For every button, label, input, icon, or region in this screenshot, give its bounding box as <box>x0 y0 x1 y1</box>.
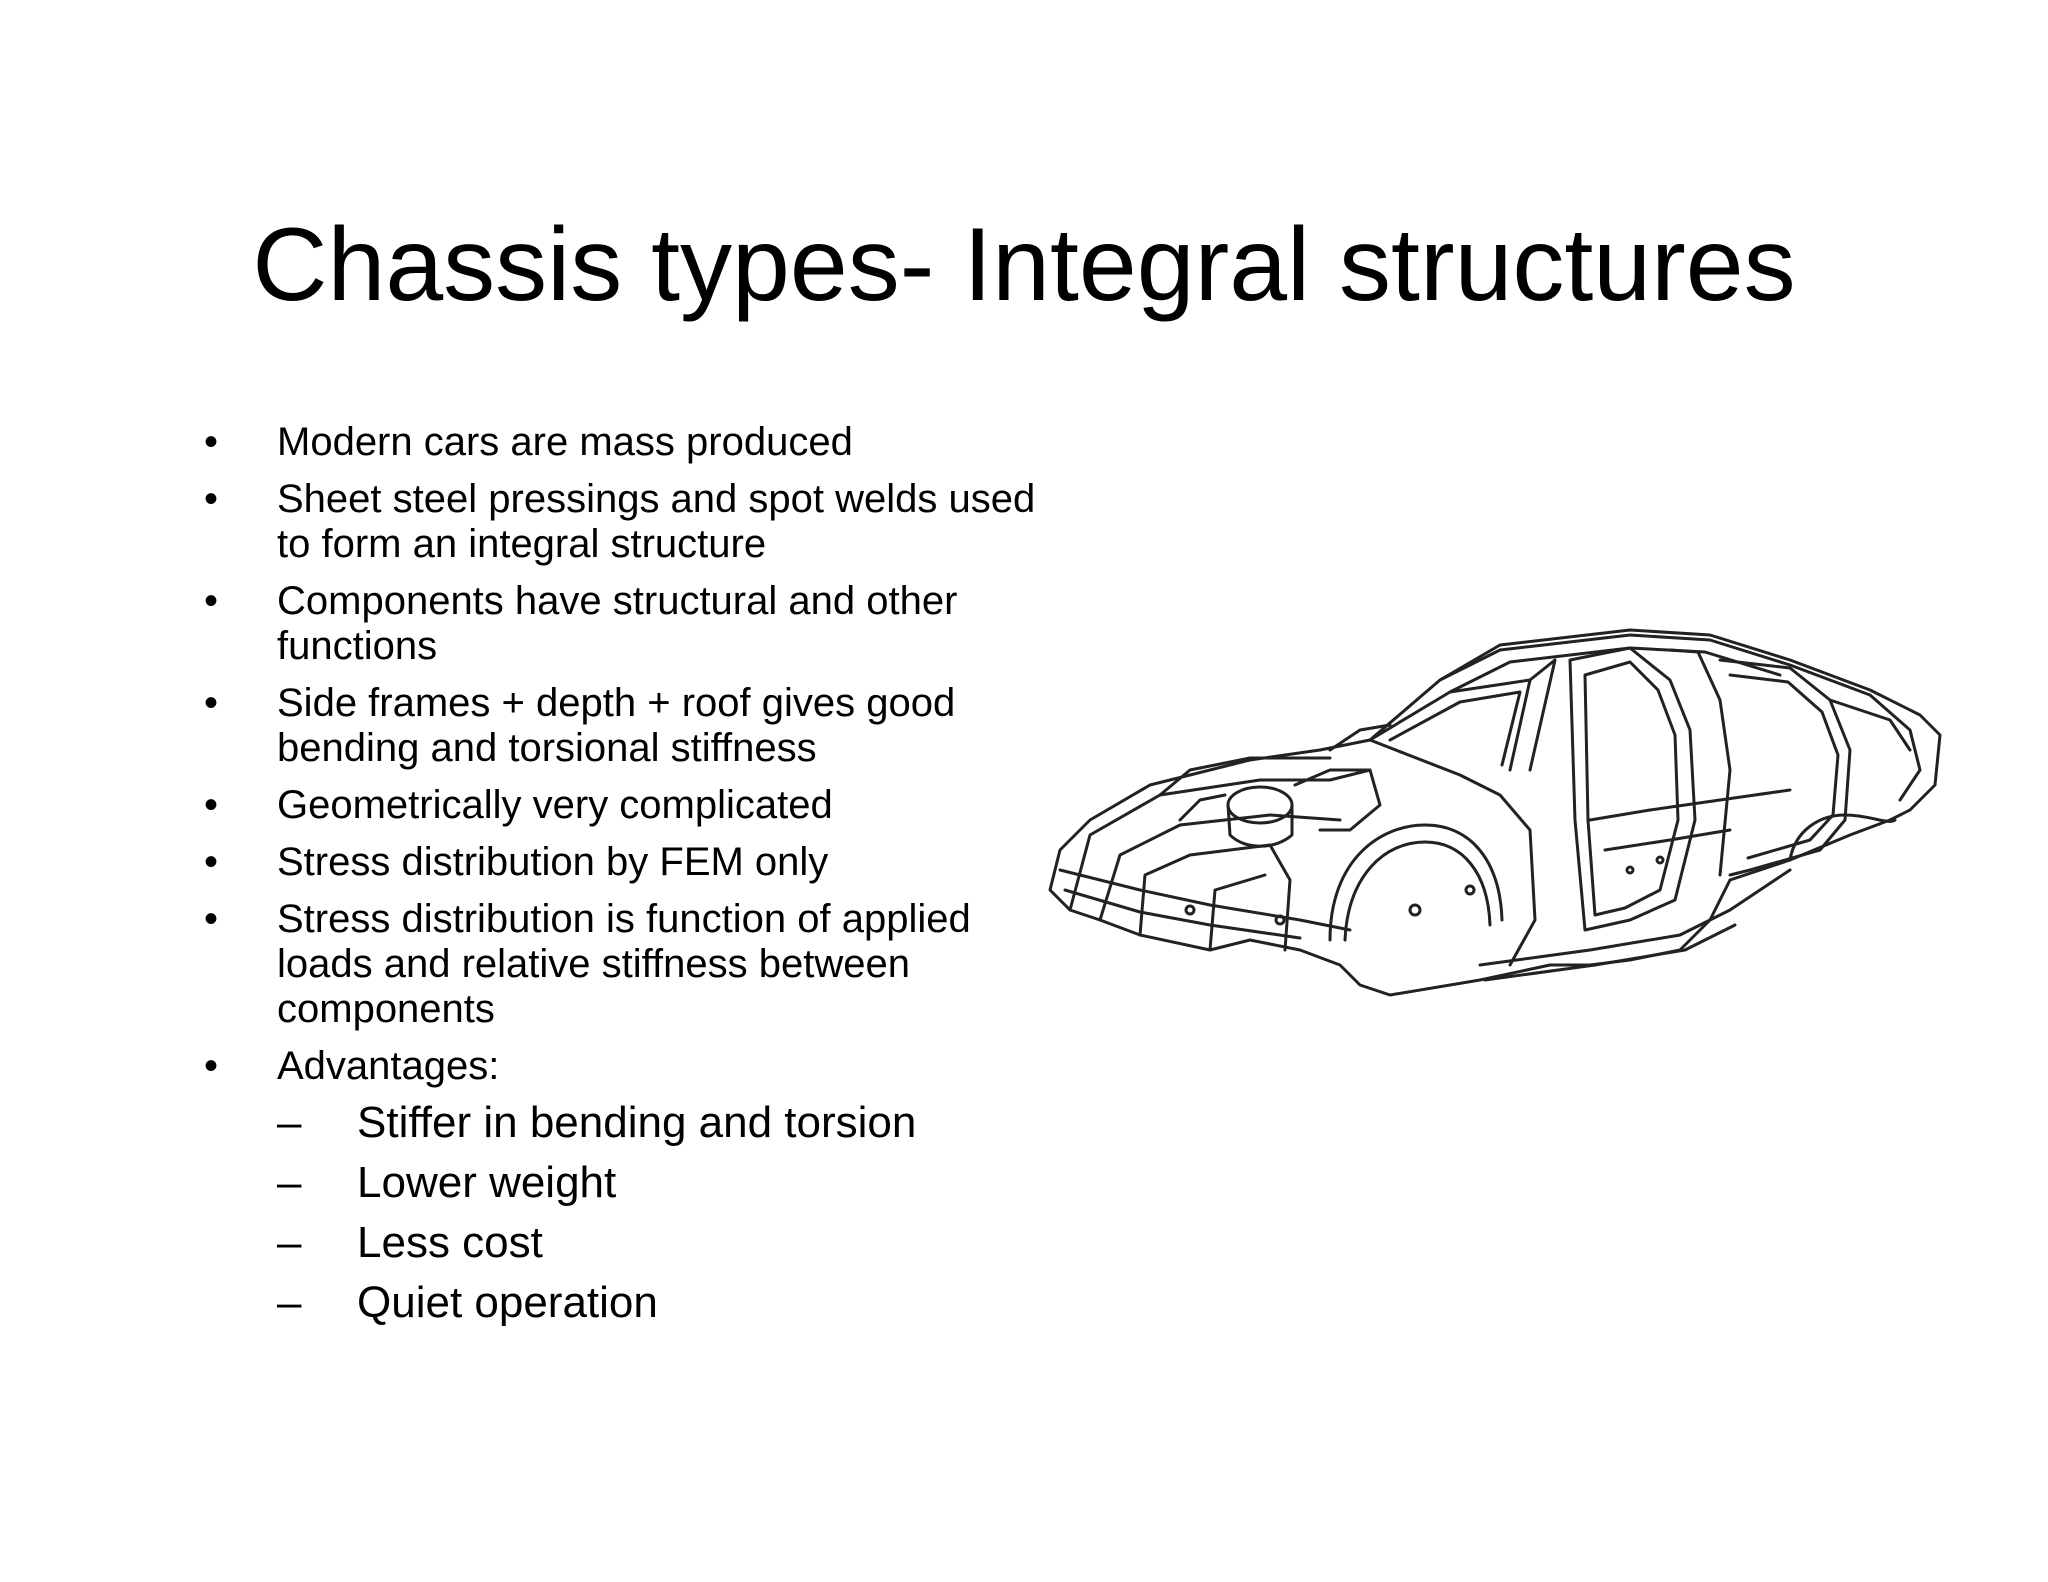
bullet-text: Stress distribution by FEM only <box>277 840 829 884</box>
advantage-text: Less cost <box>357 1218 543 1267</box>
sub-bullet-dash: – <box>277 1278 302 1327</box>
bullet-item: • Modern cars are mass produced <box>200 420 1040 465</box>
advantage-item: – Stiffer in bending and torsion <box>277 1097 1040 1149</box>
bullet-dot: • <box>204 1044 219 1088</box>
bullet-text: Advantages: <box>277 1044 500 1088</box>
car-body-shell-illustration <box>1030 620 1950 1040</box>
advantages-list: – Stiffer in bending and torsion – Lower… <box>277 1097 1040 1329</box>
bullet-dot: • <box>204 840 219 884</box>
bullet-item: • Side frames + depth + roof gives good … <box>200 681 1040 771</box>
bullet-text: Stress distribution is function of appli… <box>277 897 971 1031</box>
advantage-item: – Lower weight <box>277 1157 1040 1209</box>
sub-bullet-dash: – <box>277 1098 302 1147</box>
bullet-dot: • <box>204 897 219 941</box>
bullet-dot: • <box>204 477 219 521</box>
bullet-item: • Components have structural and other f… <box>200 579 1040 669</box>
advantage-text: Quiet operation <box>357 1278 658 1327</box>
bullet-text: Sheet steel pressings and spot welds use… <box>277 477 1036 566</box>
bullet-list: • Modern cars are mass produced • Sheet … <box>200 420 1040 1341</box>
bullet-item: • Sheet steel pressings and spot welds u… <box>200 477 1040 567</box>
car-body-shell-icon <box>1048 628 1942 997</box>
bullet-item: • Stress distribution by FEM only <box>200 840 1040 885</box>
advantage-item: – Less cost <box>277 1217 1040 1269</box>
bullet-item: • Stress distribution is function of app… <box>200 897 1040 1032</box>
bullet-item: • Geometrically very complicated <box>200 783 1040 828</box>
bullet-text: Geometrically very complicated <box>277 783 833 827</box>
bullet-text: Side frames + depth + roof gives good be… <box>277 681 956 770</box>
bullet-item-advantages: • Advantages: – Stiffer in bending and t… <box>200 1044 1040 1329</box>
bullet-dot: • <box>204 420 219 464</box>
bullet-dot: • <box>204 783 219 827</box>
advantage-text: Lower weight <box>357 1158 617 1207</box>
bullet-dot: • <box>204 681 219 725</box>
advantage-text: Stiffer in bending and torsion <box>357 1098 917 1147</box>
sub-bullet-dash: – <box>277 1158 302 1207</box>
bullet-text: Modern cars are mass produced <box>277 420 853 464</box>
bullet-dot: • <box>204 579 219 623</box>
sub-bullet-dash: – <box>277 1218 302 1267</box>
bullet-text: Components have structural and other fun… <box>277 579 958 668</box>
advantage-item: – Quiet operation <box>277 1277 1040 1329</box>
slide-title: Chassis types- Integral structures <box>252 207 1796 323</box>
